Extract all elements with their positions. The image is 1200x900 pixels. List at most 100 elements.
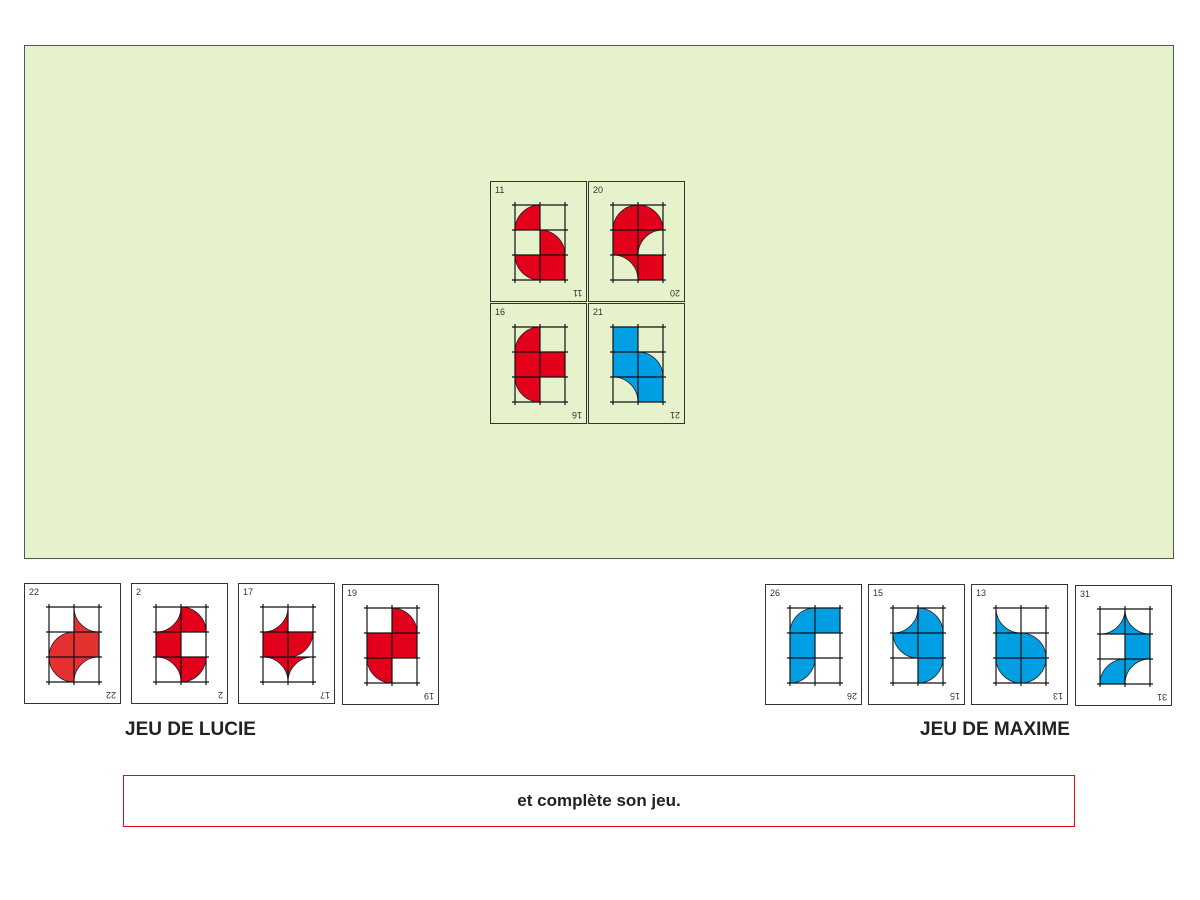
card-shape-piece <box>1124 633 1151 660</box>
card-shape-piece <box>892 632 919 659</box>
card-number: 19 <box>347 588 358 598</box>
card-figure <box>153 604 209 685</box>
lucie-label: JEU DE LUCIE <box>125 719 256 740</box>
card-shape-piece <box>391 607 418 634</box>
card-shape-piece <box>995 657 1022 684</box>
card-number: 22 <box>29 587 40 597</box>
card-shape-piece <box>995 607 1022 634</box>
lucie-card-2[interactable]: 2 2 <box>131 583 228 704</box>
card-figure <box>364 605 420 686</box>
card-shape-piece <box>48 631 75 658</box>
card-number: 13 <box>976 588 987 598</box>
card-shape-piece <box>180 656 207 683</box>
card-number-rotated: 13 <box>1052 691 1063 701</box>
maxime-card-15[interactable]: 15 15 <box>868 584 965 705</box>
card-number-rotated: 2 <box>217 690 223 700</box>
card-number-rotated: 17 <box>319 690 330 700</box>
card-shape-piece <box>612 351 639 378</box>
card-shape-piece <box>155 656 182 683</box>
lucie-card-22[interactable]: 22 22 <box>24 583 121 704</box>
card-shape-piece <box>637 254 664 281</box>
card-shape-piece <box>514 204 541 231</box>
card-shape-piece <box>391 632 418 659</box>
card-shape-piece <box>287 656 314 683</box>
card-shape-piece <box>637 204 664 231</box>
card-number-rotated: 22 <box>105 690 116 700</box>
card-shape-piece <box>637 376 664 403</box>
card-shape-piece <box>917 632 944 659</box>
card-number: 20 <box>593 185 604 195</box>
card-number-rotated: 21 <box>669 410 680 420</box>
card-number-rotated: 26 <box>846 691 857 701</box>
card-shape-piece <box>539 254 566 281</box>
card-figure <box>1097 606 1153 687</box>
card-shape-piece <box>262 631 289 658</box>
card-figure <box>890 605 946 686</box>
card-shape-piece <box>73 606 100 633</box>
card-figure <box>610 202 666 283</box>
maxime-label: JEU DE MAXIME <box>920 719 1070 740</box>
maxime-card-26[interactable]: 26 26 <box>765 584 862 705</box>
lucie-card-19[interactable]: 19 19 <box>342 584 439 705</box>
maxime-card-31[interactable]: 31 31 <box>1075 585 1172 706</box>
card-shape-piece <box>1020 657 1047 684</box>
card-shape-piece <box>155 631 182 658</box>
card-shape-piece <box>514 326 541 353</box>
maxime-card-13[interactable]: 13 13 <box>971 584 1068 705</box>
card-number-rotated: 31 <box>1156 692 1167 702</box>
card-shape-piece <box>1099 658 1126 685</box>
board-card-21[interactable]: 21 21 <box>588 303 685 424</box>
card-shape-piece <box>612 204 639 231</box>
card-shape-piece <box>180 606 207 633</box>
card-number: 17 <box>243 587 254 597</box>
instruction-box: et complète son jeu. <box>123 775 1075 827</box>
card-shape-piece <box>262 656 289 683</box>
card-shape-piece <box>637 229 664 256</box>
card-shape-piece <box>1020 632 1047 659</box>
card-shape-piece <box>612 254 639 281</box>
card-shape-piece <box>514 254 541 281</box>
card-number: 15 <box>873 588 884 598</box>
card-shape-piece <box>514 376 541 403</box>
card-number-rotated: 11 <box>572 288 582 298</box>
card-shape-piece <box>789 657 816 684</box>
board-card-20[interactable]: 20 20 <box>588 181 685 302</box>
lucie-card-17[interactable]: 17 17 <box>238 583 335 704</box>
card-figure <box>610 324 666 405</box>
card-shape-piece <box>789 607 816 634</box>
game-board[interactable] <box>24 45 1174 559</box>
card-number: 11 <box>495 185 505 195</box>
card-shape-piece <box>287 631 314 658</box>
card-shape-piece <box>155 606 182 633</box>
card-shape-piece <box>539 229 566 256</box>
card-figure <box>993 605 1049 686</box>
card-shape-piece <box>48 656 75 683</box>
card-number: 31 <box>1080 589 1091 599</box>
instruction-text: et complète son jeu. <box>517 791 681 810</box>
card-number-rotated: 19 <box>423 691 434 701</box>
card-shape-piece <box>789 632 816 659</box>
board-card-16[interactable]: 16 16 <box>490 303 587 424</box>
card-shape-piece <box>366 632 393 659</box>
card-shape-piece <box>892 607 919 634</box>
card-number: 21 <box>593 307 604 317</box>
board-card-11[interactable]: 11 11 <box>490 181 587 302</box>
card-number: 2 <box>136 587 142 597</box>
card-shape-piece <box>814 607 841 634</box>
card-shape-piece <box>612 229 639 256</box>
card-number-rotated: 15 <box>949 691 960 701</box>
card-shape-piece <box>73 656 100 683</box>
card-number-rotated: 16 <box>571 410 582 420</box>
card-shape-piece <box>73 631 100 658</box>
card-shape-piece <box>262 606 289 633</box>
card-number: 16 <box>495 307 506 317</box>
card-number: 26 <box>770 588 781 598</box>
card-shape-piece <box>1124 658 1151 685</box>
card-shape-piece <box>612 326 639 353</box>
card-figure <box>46 604 102 685</box>
card-shape-piece <box>539 351 566 378</box>
card-shape-piece <box>637 351 664 378</box>
card-number-rotated: 20 <box>669 288 680 298</box>
card-shape-piece <box>612 376 639 403</box>
card-shape-piece <box>1124 608 1151 635</box>
